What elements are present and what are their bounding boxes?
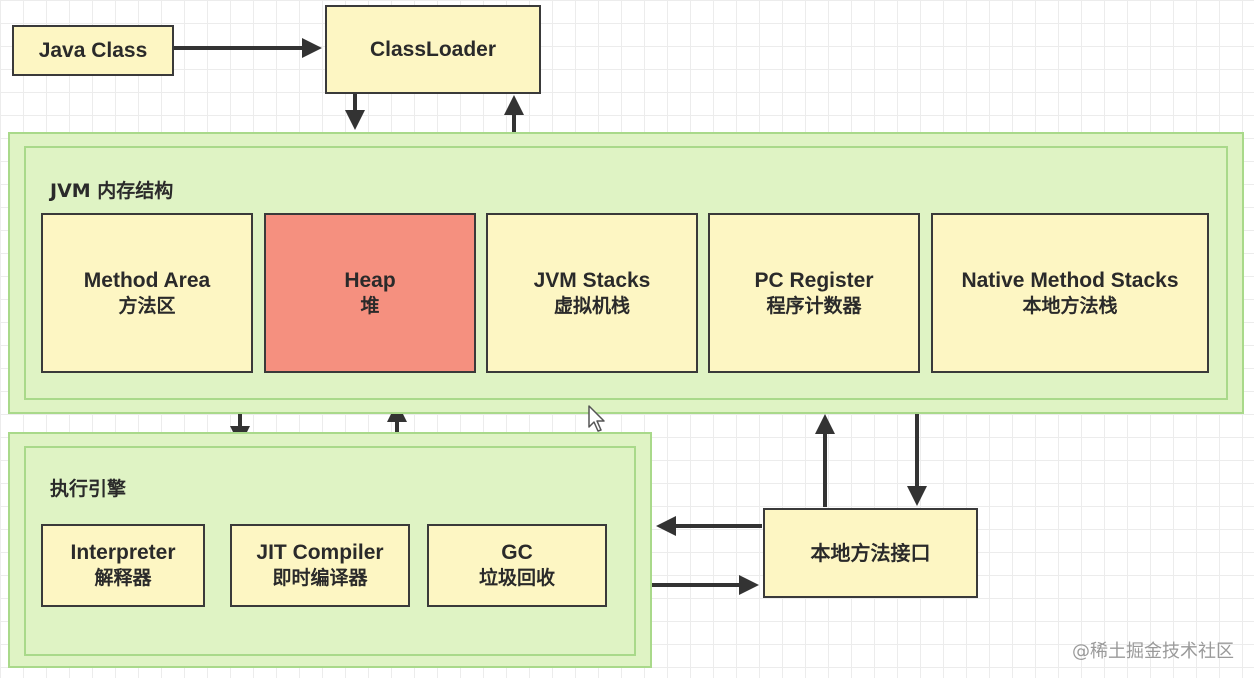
native-interface-label: 本地方法接口	[810, 540, 931, 565]
native-interface-box: 本地方法接口	[763, 508, 978, 598]
gc-zh: 垃圾回收	[478, 567, 555, 589]
native-method-stacks-en: Native Method Stacks	[961, 268, 1179, 292]
interpreter-zh: 解释器	[94, 567, 152, 589]
java-class-box: Java Class	[12, 25, 174, 76]
jit-compiler-en: JIT Compiler	[256, 541, 384, 564]
heap-box: Heap 堆	[264, 213, 476, 373]
method-area-box: Method Area 方法区	[41, 213, 253, 373]
heap-en: Heap	[344, 268, 396, 292]
jvm-stacks-zh: 虚拟机栈	[553, 294, 630, 317]
native-method-stacks-zh: 本地方法栈	[1022, 294, 1118, 317]
interpreter-box: Interpreter 解释器	[41, 524, 205, 607]
jvm-stacks-en: JVM Stacks	[533, 268, 651, 292]
jvm-memory-title: JVM 内存结构	[50, 180, 174, 202]
gc-en: GC	[501, 541, 533, 564]
pc-register-box: PC Register 程序计数器	[708, 213, 920, 373]
classloader-label: ClassLoader	[369, 37, 497, 61]
method-area-zh: 方法区	[118, 294, 176, 317]
mouse-cursor-icon	[588, 405, 605, 432]
native-method-stacks-box: Native Method Stacks 本地方法栈	[931, 213, 1209, 373]
gc-box: GC 垃圾回收	[427, 524, 607, 607]
classloader-box: ClassLoader	[325, 5, 541, 94]
jit-compiler-zh: 即时编译器	[272, 567, 368, 589]
execution-engine-title: 执行引擎	[50, 478, 127, 500]
heap-zh: 堆	[360, 294, 380, 317]
java-class-label: Java Class	[38, 38, 148, 62]
pc-register-zh: 程序计数器	[766, 294, 862, 317]
interpreter-en: Interpreter	[70, 541, 176, 564]
jvm-stacks-box: JVM Stacks 虚拟机栈	[486, 213, 698, 373]
watermark: @稀土掘金技术社区	[1072, 641, 1234, 662]
pc-register-en: PC Register	[754, 268, 874, 292]
method-area-en: Method Area	[83, 268, 211, 292]
jit-compiler-box: JIT Compiler 即时编译器	[230, 524, 410, 607]
